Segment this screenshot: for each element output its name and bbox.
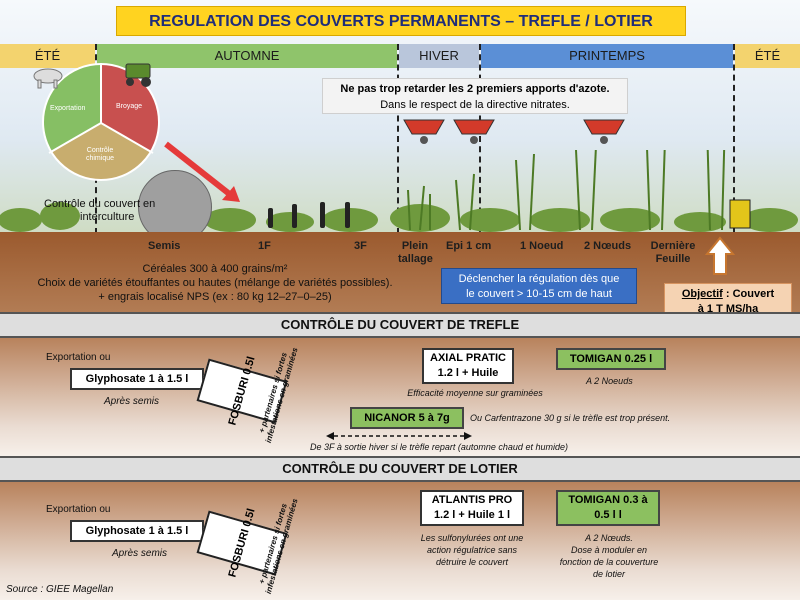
- stage-1-noeud: 1 Noeud: [520, 240, 564, 252]
- stage-plein-tallage: Plein tallage: [398, 240, 433, 265]
- nitrogen-note: Ne pas trop retarder les 2 premiers appo…: [322, 78, 628, 114]
- regulation-trigger-box: Déclencher la régulation dès que le couv…: [441, 268, 637, 304]
- lotier-atlantis-note1: Les sulfonylurées ont une: [420, 533, 524, 543]
- pie-label-broyage: Broyage: [116, 103, 143, 110]
- interculture-label: Contrôle du couvert en interculture: [44, 198, 155, 224]
- nitrogen-note-line2: Dans le respect de la directive nitrates…: [380, 99, 570, 111]
- trefle-glyphosate-box: Glyphosate 1 à 1.5 l: [70, 368, 204, 390]
- stage-3f: 3F: [354, 240, 367, 252]
- lotier-exportation: Exportation ou: [46, 504, 111, 515]
- sowing-notes: Céréales 300 à 400 grains/m² Choix de va…: [0, 262, 430, 304]
- stage-1f: 1F: [258, 240, 271, 252]
- season-summer-end: ÉTÉ: [735, 44, 800, 68]
- lotier-atlantis-box: ATLANTIS PRO 1.2 l + Huile 1 l: [420, 490, 524, 526]
- lotier-tomigan-line2: 0.5 l l: [594, 509, 622, 521]
- pie-label-controle: Contrôle chimique: [85, 147, 114, 162]
- trefle-nicanor-box: NICANOR 5 à 7g: [350, 407, 464, 429]
- lotier-glyphosate-box: Glyphosate 1 à 1.5 l: [70, 520, 204, 542]
- season-divider: [733, 44, 735, 234]
- arrow-up-icon: [705, 236, 735, 275]
- trefle-tomigan-box: TOMIGAN 0.25 l: [556, 348, 666, 370]
- lotier-atlantis-note: Les sulfonylurées ont une action régulat…: [412, 532, 532, 568]
- interculture-line1: Contrôle du couvert en: [44, 198, 156, 210]
- page-title: REGULATION DES COUVERTS PERMANENTS – TRE…: [116, 6, 686, 36]
- lotier-tomigan-note2: Dose à moduler en: [570, 545, 648, 555]
- lotier-atlantis-line2: 1.2 l + Huile 1 l: [433, 509, 511, 521]
- stage-2-noeuds: 2 Nœuds: [584, 240, 632, 252]
- objective-label: Objectif: [681, 288, 723, 300]
- trefle-tomigan-note: A 2 Noeuds: [586, 376, 633, 386]
- control-methods-pie: Exportation Broyage Contrôle chimique: [42, 63, 160, 181]
- trefle-axial-box: AXIAL PRATIC 1.2 l + Huile: [422, 348, 514, 384]
- regulation-line1: Déclencher la régulation dès que: [458, 273, 620, 285]
- trefle-nicanor-note: Ou Carfentrazone 30 g si le trèfle est t…: [470, 413, 671, 423]
- lotier-tomigan-note: A 2 Nœuds. Dose à moduler en fonction de…: [552, 532, 666, 580]
- lotier-atlantis-line1: ATLANTIS PRO: [431, 494, 513, 506]
- lotier-tomigan-note1: A 2 Nœuds.: [585, 533, 633, 543]
- lotier-apres-semis: Après semis: [112, 548, 168, 559]
- trefle-section-header: CONTRÔLE DU COUVERT DE TREFLE: [0, 312, 800, 338]
- lotier-atlantis-note3: détruire le couvert: [435, 557, 509, 567]
- season-winter: HIVER: [399, 44, 479, 68]
- sowing-line2: Choix de variétés étouffantes ou hautes …: [37, 277, 393, 289]
- nitrogen-note-line1: Ne pas trop retarder les 2 premiers appo…: [340, 83, 610, 95]
- objective-text: : Couvert: [722, 288, 775, 300]
- stage-derniere-feuille: Dernière Feuille: [650, 240, 696, 265]
- trefle-range-arrow: [326, 432, 472, 440]
- season-summer-start: ÉTÉ: [0, 44, 95, 68]
- fertilizer-spreaders: [403, 119, 625, 144]
- regulation-line2: le couvert > 10-15 cm de haut: [466, 288, 612, 300]
- lotier-atlantis-note2: action régulatrice sans: [426, 545, 518, 555]
- crop-illustration: [0, 150, 798, 232]
- lotier-section-header: CONTRÔLE DU COUVERT DE LOTIER: [0, 456, 800, 482]
- lotier-tomigan-note4: de lotier: [592, 569, 626, 579]
- interculture-line2: interculture: [80, 211, 135, 223]
- season-divider: [479, 44, 481, 234]
- trefle-axial-line2: 1.2 l + Huile: [437, 367, 499, 379]
- season-divider: [397, 44, 399, 234]
- lotier-tomigan-note3: fonction de la couverture: [559, 557, 659, 567]
- stage-semis: Semis: [148, 240, 181, 252]
- trefle-apres-semis: Après semis: [104, 396, 160, 407]
- trefle-axial-line1: AXIAL PRATIC: [430, 352, 506, 364]
- lotier-tomigan-line1: TOMIGAN 0.3 à: [568, 494, 648, 506]
- sowing-line3: + engrais localisé NPS (ex : 80 kg 12–27…: [98, 291, 332, 303]
- lotier-tomigan-box: TOMIGAN 0.3 à 0.5 l l: [556, 490, 660, 526]
- trefle-range-note: De 3F à sortie hiver si le trèfle repart…: [310, 442, 568, 452]
- trefle-axial-note: Efficacité moyenne sur graminées: [407, 388, 543, 398]
- livestock-and-tractor-icons: [33, 63, 151, 89]
- stage-epi: Epi 1 cm: [446, 240, 492, 252]
- sowing-line1: Céréales 300 à 400 grains/m²: [142, 263, 288, 275]
- pie-label-exportation: Exportation: [50, 105, 86, 112]
- red-arrow-icon: [164, 141, 240, 202]
- season-spring: PRINTEMPS: [481, 44, 733, 68]
- source-credit: Source : GIEE Magellan: [6, 584, 114, 595]
- trefle-exportation: Exportation ou: [46, 352, 111, 363]
